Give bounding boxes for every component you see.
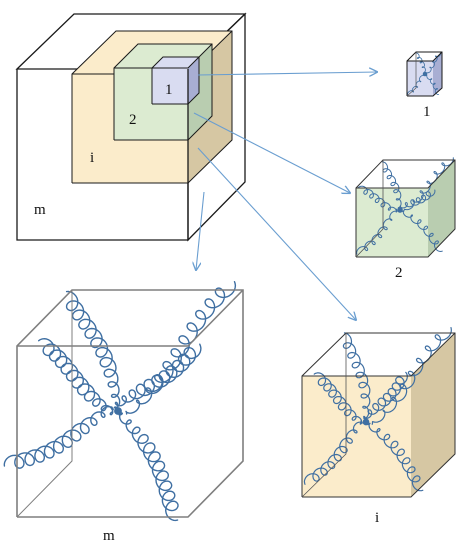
polymer-arm (313, 372, 363, 425)
label-inner-box-1: 1 (165, 82, 173, 98)
junction-point (114, 407, 122, 415)
polymer-arm (415, 52, 426, 74)
polymer-arm (125, 281, 237, 415)
polymer-arm (303, 420, 363, 485)
polymer-arm (342, 332, 371, 420)
polymer-chain-cube-2 (356, 157, 454, 255)
label-zoom-m: m (103, 528, 115, 544)
polymer-arm (426, 51, 442, 75)
polymer-chain-cube-m (3, 281, 237, 522)
polymer-chain-cube-i (303, 327, 452, 492)
polymer-arm (65, 290, 121, 409)
polymer-arm (425, 74, 440, 95)
box-1 (151, 56, 200, 105)
polymer-arm (371, 327, 452, 425)
polymer-arm (38, 338, 114, 416)
polymer-arm (118, 412, 179, 522)
zoom-arrows (194, 72, 377, 320)
polymer-arm (3, 405, 114, 469)
zoomed-cube-m: m (3, 281, 244, 544)
polymer-arm (407, 73, 424, 96)
junction-point (362, 418, 370, 426)
zoomed-cube-2: 2 (355, 157, 456, 281)
arrow-to-cube-m (196, 191, 205, 270)
zoomed-cube-1: 1 (406, 51, 443, 120)
polymer-arm (400, 210, 443, 252)
polymer-arm (363, 371, 408, 419)
polymer-arm (381, 161, 402, 209)
label-outer-box-m: m (34, 202, 46, 218)
nested-cube-group: 1 2 i m (15, 12, 247, 242)
polymer-arm (366, 422, 424, 492)
label-middle-box-2: 2 (129, 112, 137, 128)
junction-point (397, 207, 403, 213)
polymer-arm (357, 185, 399, 213)
label-intermediate-box-i: i (90, 150, 94, 166)
arrow-to-cube-1 (197, 72, 377, 75)
label-zoom-1: 1 (423, 104, 431, 120)
label-zoom-2: 2 (395, 265, 403, 281)
zoomed-cube-i: i (301, 327, 456, 526)
junction-point (422, 71, 428, 77)
polymer-arm (399, 189, 436, 209)
polymer-chain-cube-1 (407, 51, 442, 96)
polymer-arm (356, 208, 398, 255)
arrow-to-cube-2 (193, 112, 350, 193)
label-zoom-i: i (375, 510, 379, 526)
polymer-arm (114, 343, 202, 407)
arrow-to-cube-i (197, 147, 356, 320)
